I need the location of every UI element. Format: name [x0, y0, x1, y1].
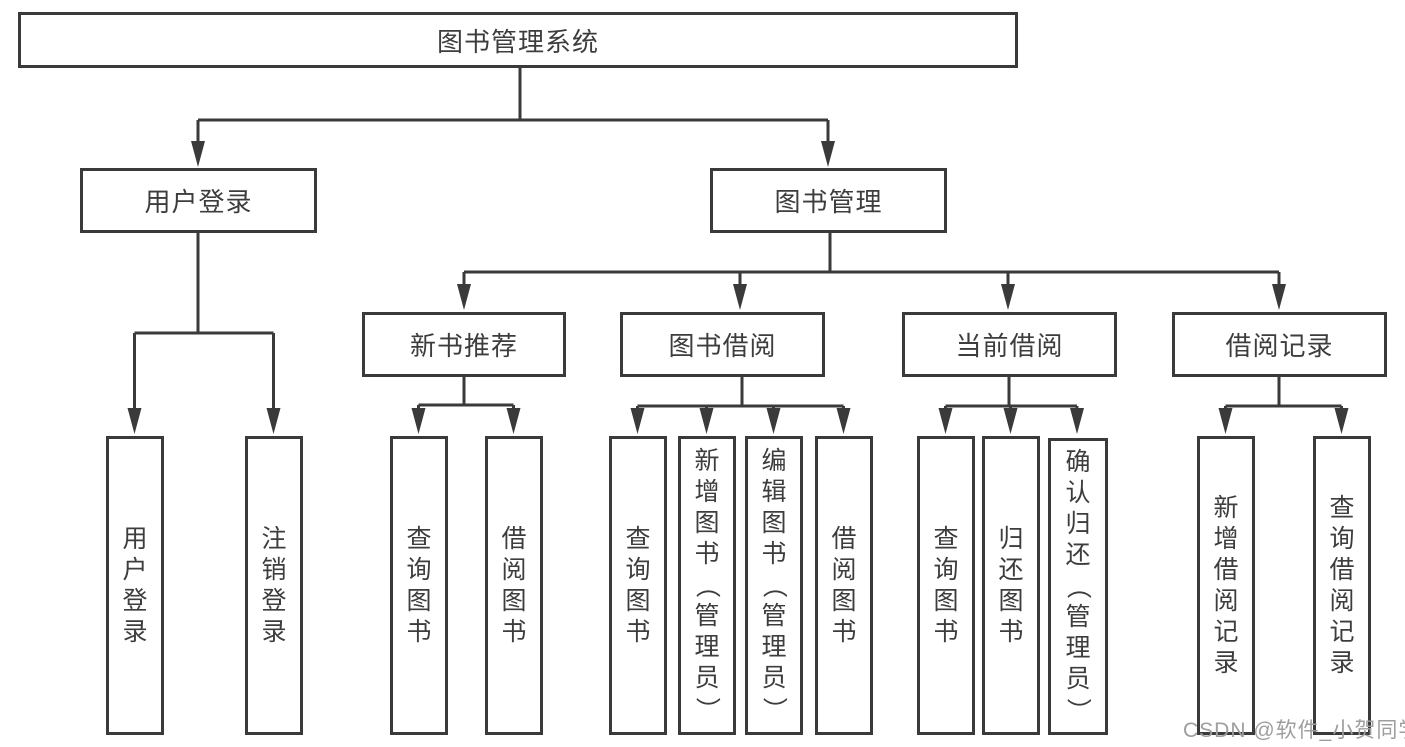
node-book-borrowing: 图书借阅 [620, 312, 825, 377]
node-current-borrowing: 当前借阅 [902, 312, 1117, 377]
node-borrowing-records: 借阅记录 [1172, 312, 1387, 377]
connector-current-borrowing-to-leaves [938, 376, 1084, 434]
leaf-query-books-current: 查询图书 [917, 436, 975, 735]
leaf-edit-books-admin: 编辑图书（管理员） [745, 436, 803, 735]
node-library-management-system: 图书管理系统 [18, 12, 1018, 68]
leaf-query-books-borrowing: 查询图书 [609, 436, 667, 735]
leaf-logout: 注销登录 [245, 436, 303, 735]
leaf-add-borrow-record: 新增借阅记录 [1197, 436, 1255, 735]
node-book-management: 图书管理 [710, 168, 947, 233]
leaf-query-books-recommend: 查询图书 [390, 436, 448, 735]
connector-user-login-to-leaves [127, 232, 281, 434]
connector-root-to-level2 [191, 67, 835, 167]
leaf-return-books: 归还图书 [982, 436, 1040, 735]
leaf-borrow-books-recommend: 借阅图书 [485, 436, 543, 735]
leaf-add-books-admin: 新增图书（管理员） [678, 436, 736, 735]
connector-borrow-records-to-leaves [1218, 376, 1349, 434]
connector-book-borrowing-to-leaves [630, 376, 851, 434]
node-new-book-recommendation: 新书推荐 [362, 312, 566, 377]
node-user-login: 用户登录 [80, 168, 317, 233]
connector-book-management-to-level3 [457, 232, 1286, 310]
connector-new-book-to-leaves [411, 376, 521, 434]
leaf-borrow-books: 借阅图书 [815, 436, 873, 735]
leaf-user-login: 用户登录 [106, 436, 164, 735]
leaf-query-borrow-record: 查询借阅记录 [1313, 436, 1371, 735]
csdn-watermark: CSDN @软件_小贺同学 [1183, 719, 1405, 742]
leaf-confirm-return-admin: 确认归还（管理员） [1048, 438, 1108, 735]
